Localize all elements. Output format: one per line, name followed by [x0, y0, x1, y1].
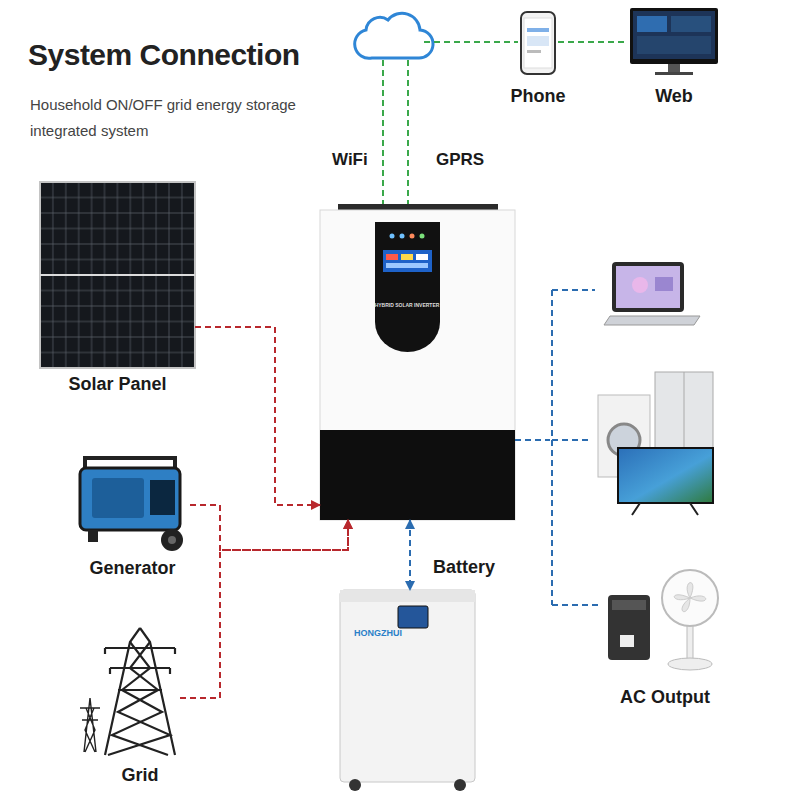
diagram-title: System Connection [28, 38, 300, 72]
dashed-connector [180, 520, 348, 698]
brand-label: HONGZHUI [354, 628, 402, 638]
dashed-connector [409, 520, 411, 590]
node-label: Grid [121, 765, 158, 786]
node-label: AC Output [620, 687, 710, 708]
node-label: Generator [89, 558, 175, 579]
link-label: WiFi [332, 150, 368, 170]
battery-node: BatteryHONGZHUI [340, 590, 475, 782]
dashed-connector [515, 439, 550, 441]
generator-node: Generator [75, 455, 190, 547]
monitor-icon [630, 8, 718, 75]
node-label: Web [655, 86, 693, 107]
inverter-icon [320, 204, 515, 520]
grid-node: Grid [80, 625, 180, 757]
cloud-icon [355, 13, 433, 58]
output-bracket [552, 290, 600, 605]
node-label: HYBRID SOLAR INVERTER [375, 302, 440, 308]
battery-icon [340, 590, 475, 791]
generator-icon [80, 458, 183, 551]
network-line [383, 42, 518, 206]
power-tower-icon [80, 628, 175, 755]
dashed-connector [558, 41, 628, 43]
subtitle-text: Household ON/OFF grid energy storage int… [30, 92, 300, 145]
solar-panel-icon [40, 182, 195, 368]
phone-node: Phone [518, 10, 558, 76]
solar-panel-node: Solar Panel [40, 182, 195, 368]
dashed-connector [195, 327, 320, 505]
ac-output-node: AC Output [550, 258, 730, 673]
appliance-icons [598, 262, 718, 670]
link-label: GPRS [436, 150, 484, 170]
inverter-node: HYBRID SOLAR INVERTER [320, 210, 515, 520]
node-label: Phone [510, 86, 565, 107]
node-label: Solar Panel [68, 374, 166, 395]
dashed-connector [190, 505, 348, 550]
web-node: Web [628, 6, 720, 76]
phone-icon [521, 12, 555, 74]
node-label: Battery [433, 557, 495, 578]
